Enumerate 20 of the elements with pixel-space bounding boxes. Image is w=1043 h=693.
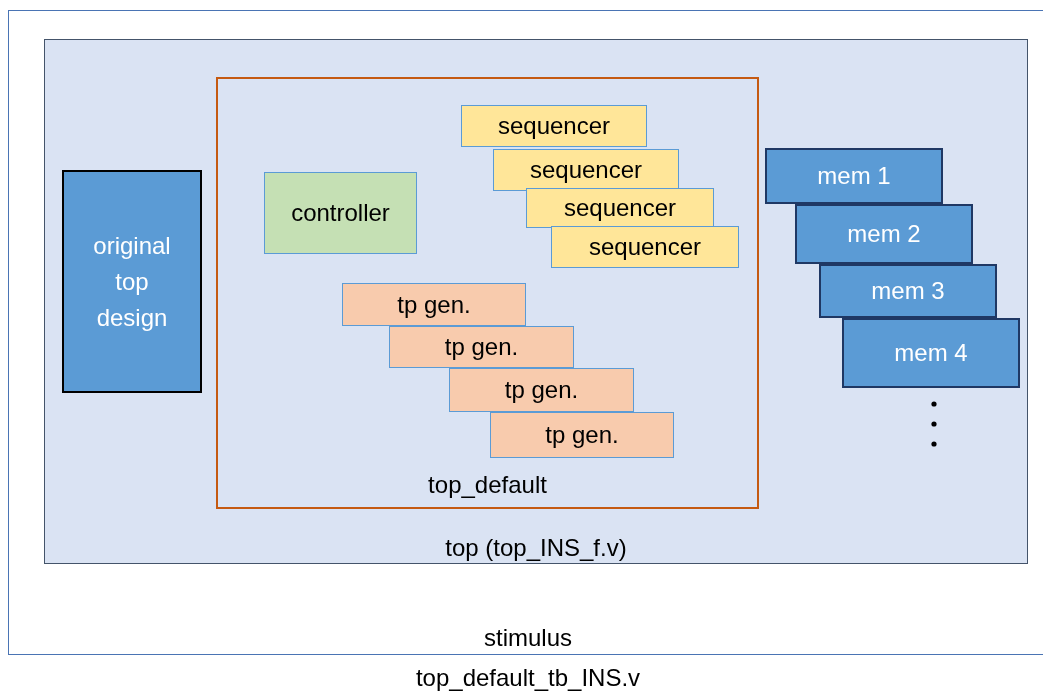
module-label: top (top_INS_f.v) [444, 534, 628, 562]
module-box [44, 39, 1028, 564]
memory-block: mem 4 [842, 318, 1020, 388]
module-box [216, 77, 759, 509]
sequencer-block: sequencer [493, 149, 679, 191]
generator-block: tp gen. [342, 283, 526, 326]
module-label: top_default_tb_INS.v [414, 664, 642, 692]
module-label: top_default [427, 471, 548, 499]
sequencer-block: sequencer [526, 188, 714, 228]
memory-block: mem 1 [765, 148, 943, 204]
memory-block: mem 2 [795, 204, 973, 264]
memory-block: mem 3 [819, 264, 997, 318]
generator-block: tp gen. [490, 412, 674, 458]
sequencer-block: sequencer [461, 105, 647, 147]
generator-block: tp gen. [449, 368, 634, 412]
module-label: stimulus [483, 624, 573, 652]
sequencer-block: sequencer [551, 226, 739, 268]
generator-block: tp gen. [389, 326, 574, 368]
design-block: original top design [62, 170, 202, 393]
controller-block: controller [264, 172, 417, 254]
